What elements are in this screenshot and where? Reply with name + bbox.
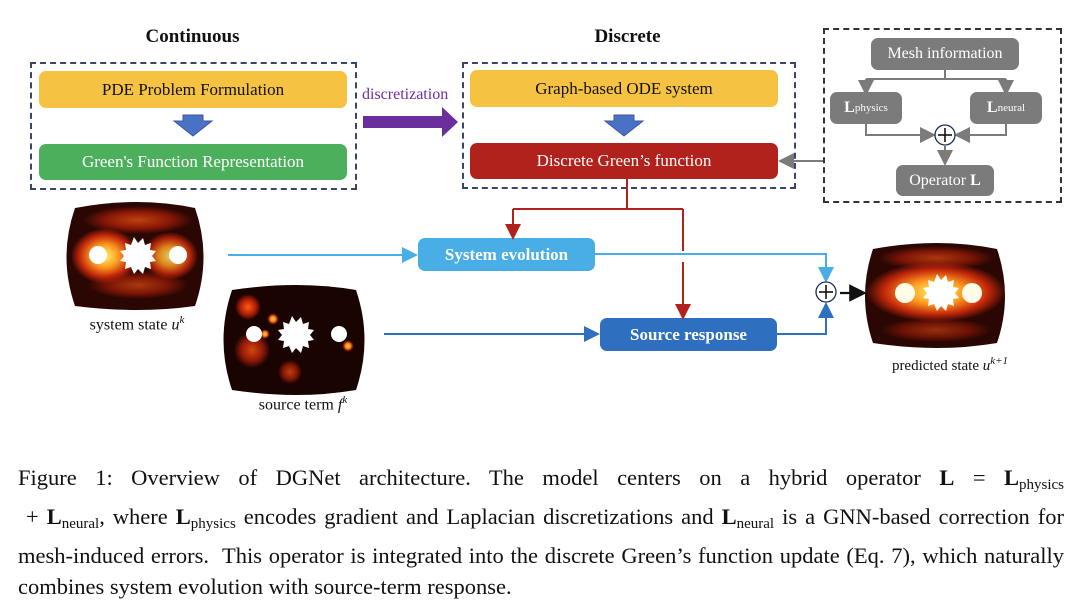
- predicted-state-var: u: [982, 358, 991, 374]
- system-state-sup: k: [179, 314, 185, 326]
- source-term-heatmap: [223, 285, 365, 395]
- source-term-var: f: [337, 396, 343, 414]
- predicted-state-label: predicted state uk+1: [870, 355, 1030, 375]
- discrete-group: [462, 62, 796, 189]
- discrete-heading: Discrete: [594, 26, 661, 47]
- caption-plus: +: [18, 504, 47, 529]
- caption-sub-physics: physics: [1019, 477, 1064, 493]
- caption-part-4: is a GNN-based correction for mesh-induc…: [18, 504, 1070, 599]
- pde-formulation-box: PDE Problem Formulation: [39, 71, 347, 108]
- continuous-group: [30, 62, 357, 190]
- discrete-down-arrow-icon: [603, 114, 645, 137]
- continuous-heading: Continuous: [145, 26, 240, 47]
- greens-function-representation-box: Green's Function Representation: [39, 144, 347, 180]
- system-state-var: u: [171, 316, 180, 334]
- graph-ode-box: Graph-based ODE system: [470, 70, 778, 107]
- l-neural-sub: neural: [997, 102, 1026, 114]
- source-response-box: Source response: [600, 318, 777, 351]
- predicted-state-text: predicted state: [891, 358, 983, 374]
- caption-sub-physics-2: physics: [190, 516, 236, 532]
- source-term-text: source term: [258, 396, 338, 414]
- operator-group: [823, 28, 1062, 203]
- l-physics-sub: physics: [854, 102, 888, 114]
- discretization-label: discretization: [362, 86, 449, 103]
- continuous-down-arrow-icon: [172, 114, 214, 137]
- caption-part-3: encodes gradient and Laplacian discretiz…: [235, 504, 722, 529]
- caption-L-physics-2: L: [175, 504, 191, 529]
- system-evolution-box: System evolution: [418, 238, 595, 271]
- system-state-label: system state uk: [62, 314, 212, 334]
- mesh-information-box: Mesh information: [871, 38, 1019, 70]
- caption-sub-neural: neural: [61, 516, 100, 532]
- caption-part-2: , where: [99, 504, 176, 529]
- operator-l-box: Operator L: [896, 165, 994, 196]
- figure-caption: Figure 1: Overview of DGNet architecture…: [18, 462, 1064, 602]
- discretization-arrow-icon: [363, 107, 458, 137]
- system-state-heatmap: [66, 202, 204, 310]
- caption-L: L: [939, 465, 955, 490]
- caption-L-neural: L: [46, 504, 62, 529]
- operator-l-label: Operator: [909, 171, 971, 189]
- source-term-sup: k: [342, 394, 348, 406]
- caption-eq: =: [954, 465, 1004, 490]
- predicted-state-sup: k+1: [990, 355, 1009, 367]
- l-physics-symbol: L: [844, 99, 855, 116]
- operator-l-symbol: L: [970, 171, 981, 189]
- caption-L-physics: L: [1003, 465, 1019, 490]
- discrete-greens-function-box: Discrete Green’s function: [470, 143, 778, 179]
- caption-L-neural-2: L: [721, 504, 737, 529]
- source-term-label: source term fk: [228, 394, 378, 414]
- l-neural-symbol: L: [986, 99, 998, 116]
- caption-part-1: Figure 1: Overview of DGNet architecture…: [18, 465, 940, 490]
- predicted-state-heatmap: [865, 243, 1006, 348]
- system-state-text: system state: [89, 316, 172, 334]
- caption-sub-neural-2: neural: [736, 516, 775, 532]
